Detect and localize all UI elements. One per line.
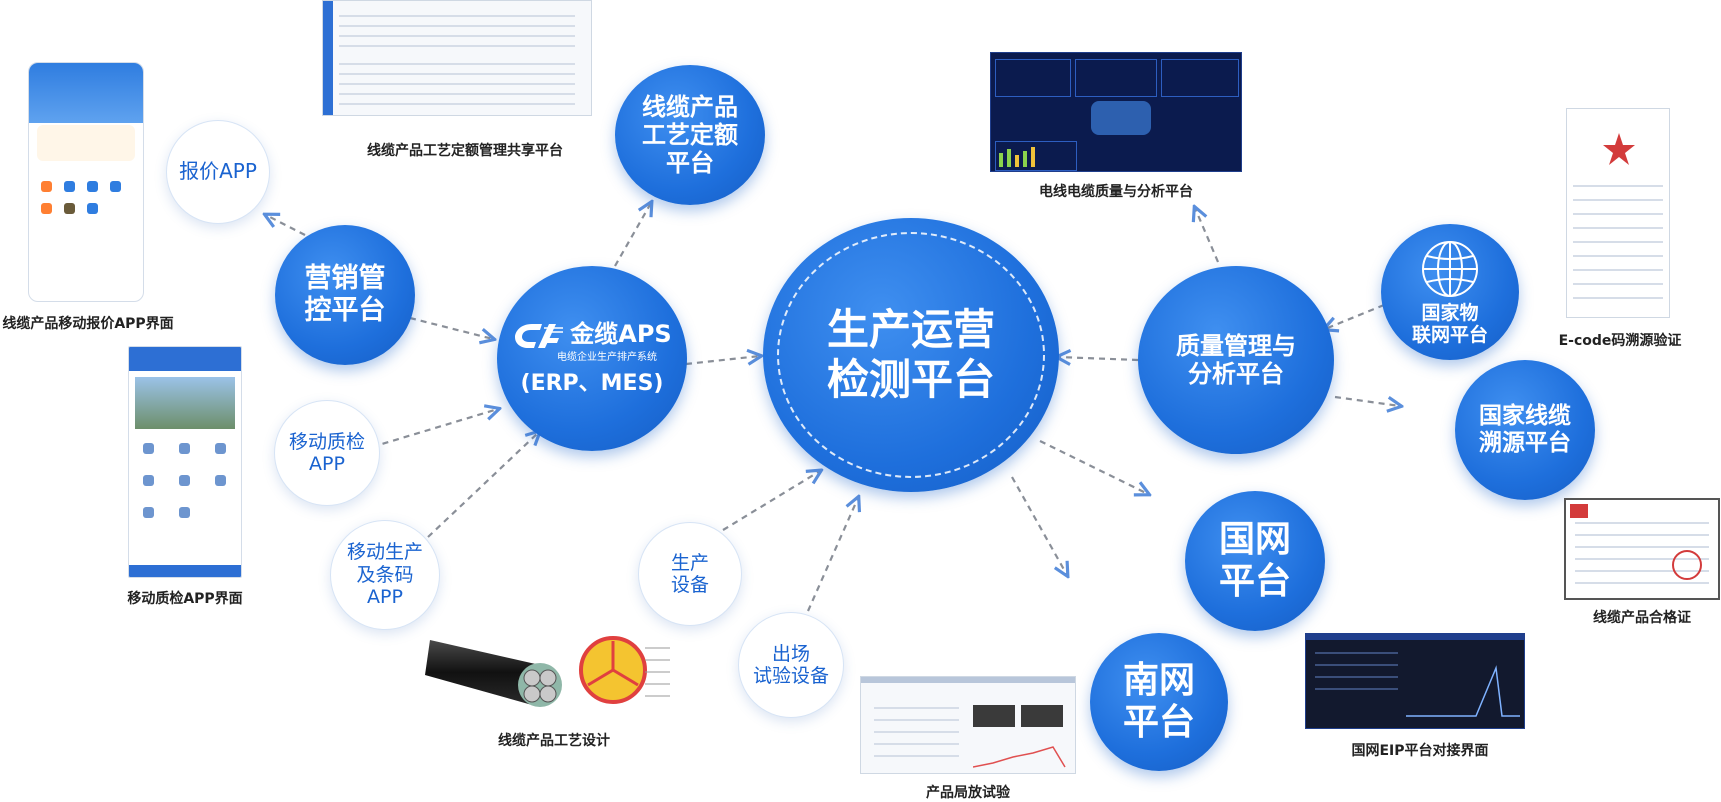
test-eq-label-2: 试验设备 — [752, 665, 829, 687]
south-grid-platform-node[interactable]: 南网 平台 — [1090, 633, 1228, 771]
link-quality-to-trace — [1334, 395, 1400, 406]
marketing-label-1: 营销管 — [304, 263, 386, 295]
cable-cross-section-illustration — [425, 636, 670, 707]
iot-platform-node[interactable]: 国家物 联网平台 — [1381, 224, 1519, 360]
caption-eip: 国网EIP平台对接界面 — [1351, 743, 1489, 759]
quota-label-2: 工艺定额 — [642, 120, 738, 149]
prod-eq-label-2: 设备 — [670, 574, 709, 596]
mobile-qc-label-2: APP — [309, 453, 345, 475]
link-marketing-to-quote — [266, 215, 306, 236]
south-grid-label-2: 平台 — [1122, 702, 1195, 743]
center-dashed-ring — [777, 232, 1045, 478]
caption-certificate: 线缆产品合格证 — [1593, 610, 1691, 626]
product-certificate — [1564, 498, 1720, 600]
marketing-platform-node[interactable]: 营销管 控平台 — [275, 225, 415, 365]
link-marketing-to-aps — [409, 316, 493, 339]
quality-platform-node[interactable]: 质量管理与 分析平台 — [1138, 266, 1334, 454]
link-center-to-southgrid — [1011, 476, 1067, 575]
trace-label-2: 溯源平台 — [1479, 430, 1571, 456]
caption-qc-app-ui: 移动质检APP界面 — [127, 591, 243, 607]
mobile-production-app-node[interactable]: 移动生产 及条码 APP — [330, 520, 440, 630]
caption-process-design: 线缆产品工艺设计 — [498, 733, 610, 749]
globe-icon — [1422, 240, 1478, 297]
south-grid-label-1: 南网 — [1122, 659, 1195, 701]
aps-logo: 金缆APS — [512, 320, 672, 350]
aps-brand: 金缆APS — [570, 320, 672, 349]
link-aps-to-center — [685, 356, 760, 364]
state-grid-platform-node[interactable]: 国网 平台 — [1185, 491, 1325, 631]
aps-tagline: 电缆企业生产排产系统 — [557, 351, 657, 363]
trace-label-1: 国家线缆 — [1479, 402, 1571, 429]
pd-test-curve — [973, 746, 1066, 768]
mobile-prod-label-1: 移动生产 — [346, 541, 423, 564]
quote-app-node[interactable]: 报价APP — [166, 120, 270, 224]
caption-quote-app-ui: 线缆产品移动报价APP界面 — [2, 316, 174, 332]
iot-label-2: 联网平台 — [1411, 324, 1488, 346]
quota-label-1: 线缆产品 — [642, 92, 738, 121]
trace-platform-node[interactable]: 国家线缆 溯源平台 — [1455, 360, 1595, 500]
link-center-to-stategrid — [1039, 440, 1148, 494]
quality-label-2: 分析平台 — [1188, 360, 1284, 388]
quote-app-label: 报价APP — [179, 159, 257, 184]
quota-label-3: 平台 — [666, 149, 714, 178]
mobile-qc-label-1: 移动质检 — [288, 430, 365, 453]
state-grid-label-2: 平台 — [1218, 561, 1291, 602]
quote-app-phone-mockup — [28, 62, 144, 302]
caption-quality-analysis: 电线电缆质量与分析平台 — [1039, 184, 1193, 200]
caption-ecode: E-code码溯源验证 — [1558, 333, 1682, 349]
eip-platform-screenshot — [1305, 633, 1525, 729]
link-qc-to-aps — [371, 409, 498, 449]
mobile-prod-label-2: 及条码 — [356, 563, 414, 586]
caption-quota-platform: 线缆产品工艺定额管理共享平台 — [367, 143, 563, 159]
link-quality-to-analysis — [1195, 208, 1220, 263]
quality-label-1: 质量管理与 — [1176, 331, 1296, 360]
pd-test-screenshot — [860, 676, 1076, 774]
production-equipment-node[interactable]: 生产 设备 — [638, 522, 742, 626]
link-quality-to-center — [1058, 357, 1139, 360]
caption-pd-test: 产品局放试验 — [926, 785, 1010, 801]
quota-platform-screenshot — [322, 0, 592, 116]
iot-label-1: 国家物 — [1421, 301, 1479, 324]
link-aps-to-quota — [614, 203, 651, 267]
eip-signal-curve — [1406, 665, 1520, 717]
ecode-star-emblem — [1603, 133, 1635, 165]
link-quality-to-iot — [1325, 303, 1385, 329]
quality-analysis-dashboard — [990, 52, 1242, 172]
process-quota-platform-node[interactable]: 线缆产品 工艺定额 平台 — [615, 65, 765, 205]
aps-subtitle: (ERP、MES) — [520, 371, 664, 397]
ecode-trace-document — [1566, 108, 1670, 318]
aps-node[interactable]: 金缆APS 电缆企业生产排产系统 (ERP、MES) — [497, 266, 687, 451]
test-equipment-node[interactable]: 出场 试验设备 — [738, 612, 844, 718]
mobile-qc-app-node[interactable]: 移动质检 APP — [274, 400, 380, 506]
state-grid-label-1: 国网 — [1218, 518, 1291, 560]
link-prod-to-aps — [427, 432, 539, 538]
link-prodeq-to-center — [722, 471, 820, 531]
qc-app-phone-mockup — [128, 346, 242, 578]
prod-eq-label-1: 生产 — [670, 551, 709, 574]
link-testeq-to-center — [806, 498, 858, 612]
aps-logo-icon — [515, 323, 564, 348]
marketing-label-2: 控平台 — [304, 295, 386, 326]
test-eq-label-1: 出场 — [771, 642, 810, 665]
mobile-prod-label-3: APP — [367, 586, 403, 609]
center-node-operation-platform[interactable]: 生产运营 检测平台 — [763, 218, 1059, 492]
